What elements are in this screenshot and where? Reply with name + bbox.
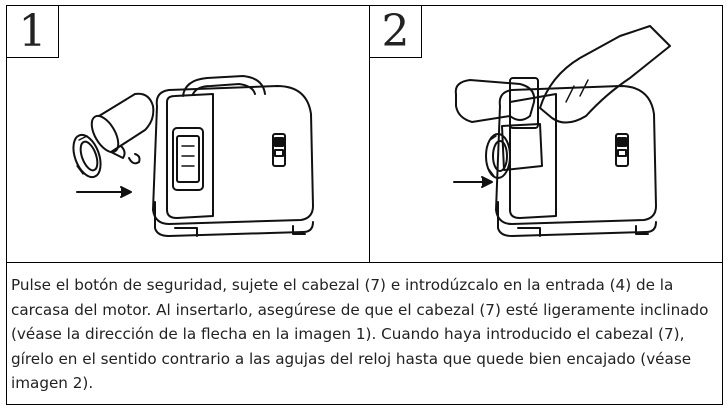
hand-right [539,25,671,124]
motor-housing [152,85,314,225]
hand-left [454,79,536,123]
step-1-illustration [72,75,314,237]
step-2-illustration [453,25,671,237]
panel-divider [7,262,722,263]
step-2-number: 2 [370,6,422,58]
grinder-head [98,92,155,153]
step-1-number: 1 [7,6,59,58]
step-1-panel: 1 [7,6,370,262]
instruction-frame: 1 [6,5,723,405]
ring-nut [72,133,102,179]
instruction-caption: Pulse el botón de seguridad, sujete el c… [11,276,709,393]
step-2-panel: 2 [370,6,722,262]
